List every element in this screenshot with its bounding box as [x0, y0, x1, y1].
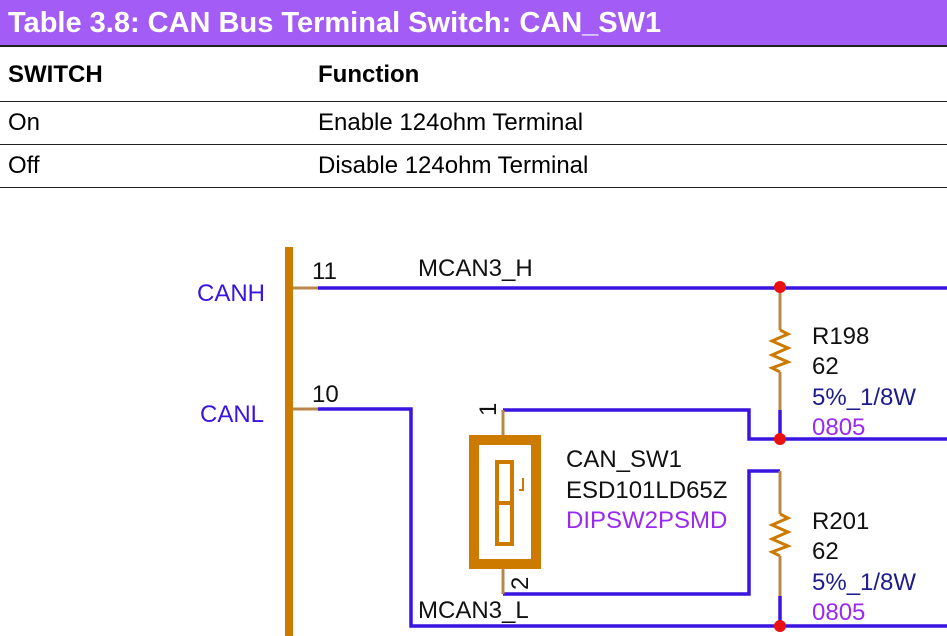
header-function: Function: [318, 49, 947, 102]
r201-ref: R201: [812, 508, 869, 535]
r201-package: 0805: [812, 599, 865, 626]
table-title: Table 3.8: CAN Bus Terminal Switch: CAN_…: [0, 0, 947, 47]
r201-value: 62: [812, 538, 839, 565]
net-name-mcan3-h: MCAN3_H: [418, 255, 533, 282]
net-name-mcan3-l: MCAN3_L: [418, 597, 529, 624]
header-switch: SWITCH: [0, 49, 318, 102]
table-header-row: SWITCH Function: [0, 49, 947, 102]
wire-sw-pin2: [503, 469, 780, 596]
r198-ref: R198: [812, 323, 869, 350]
r201-spec: 5%_1/8W: [812, 569, 916, 596]
cell-switch: On: [0, 101, 318, 145]
switch-part: ESD101LD65Z: [566, 477, 727, 504]
r198-package: 0805: [812, 414, 865, 441]
resistor-r201: [768, 471, 792, 596]
wire-mcan3-l: [318, 407, 947, 628]
net-label-canl: CANL: [200, 401, 264, 428]
table-row: Off Disable 124ohm Terminal: [0, 144, 947, 188]
r198-spec: 5%_1/8W: [812, 384, 916, 411]
wires: [318, 286, 947, 628]
switch-table: SWITCH Function On Enable 124ohm Termina…: [0, 49, 947, 188]
net-label-canh: CANH: [197, 280, 265, 307]
pin-number-11: 11: [312, 258, 337, 285]
switch-ref: CAN_SW1: [566, 446, 682, 473]
cell-switch: Off: [0, 144, 318, 188]
switch-pin-2-label: 2: [507, 577, 534, 590]
resistor-r198: [768, 288, 792, 410]
pin-number-10: 10: [312, 381, 339, 408]
junction-dot: [774, 281, 786, 293]
connector-bus: [285, 247, 293, 636]
r198-value: 62: [812, 353, 839, 380]
switch-footprint: DIPSW2PSMD: [566, 507, 727, 534]
switch-pin-1-label: 1: [475, 403, 502, 416]
cell-function: Enable 124ohm Terminal: [318, 101, 947, 145]
wire-sw-pin1: [503, 408, 947, 441]
junctions: [774, 281, 786, 632]
dip-switch-can-sw1: [469, 410, 541, 594]
junction-dot: [774, 433, 786, 445]
cell-function: Disable 124ohm Terminal: [318, 144, 947, 188]
junction-dot: [774, 620, 786, 632]
table-row: On Enable 124ohm Terminal: [0, 101, 947, 145]
